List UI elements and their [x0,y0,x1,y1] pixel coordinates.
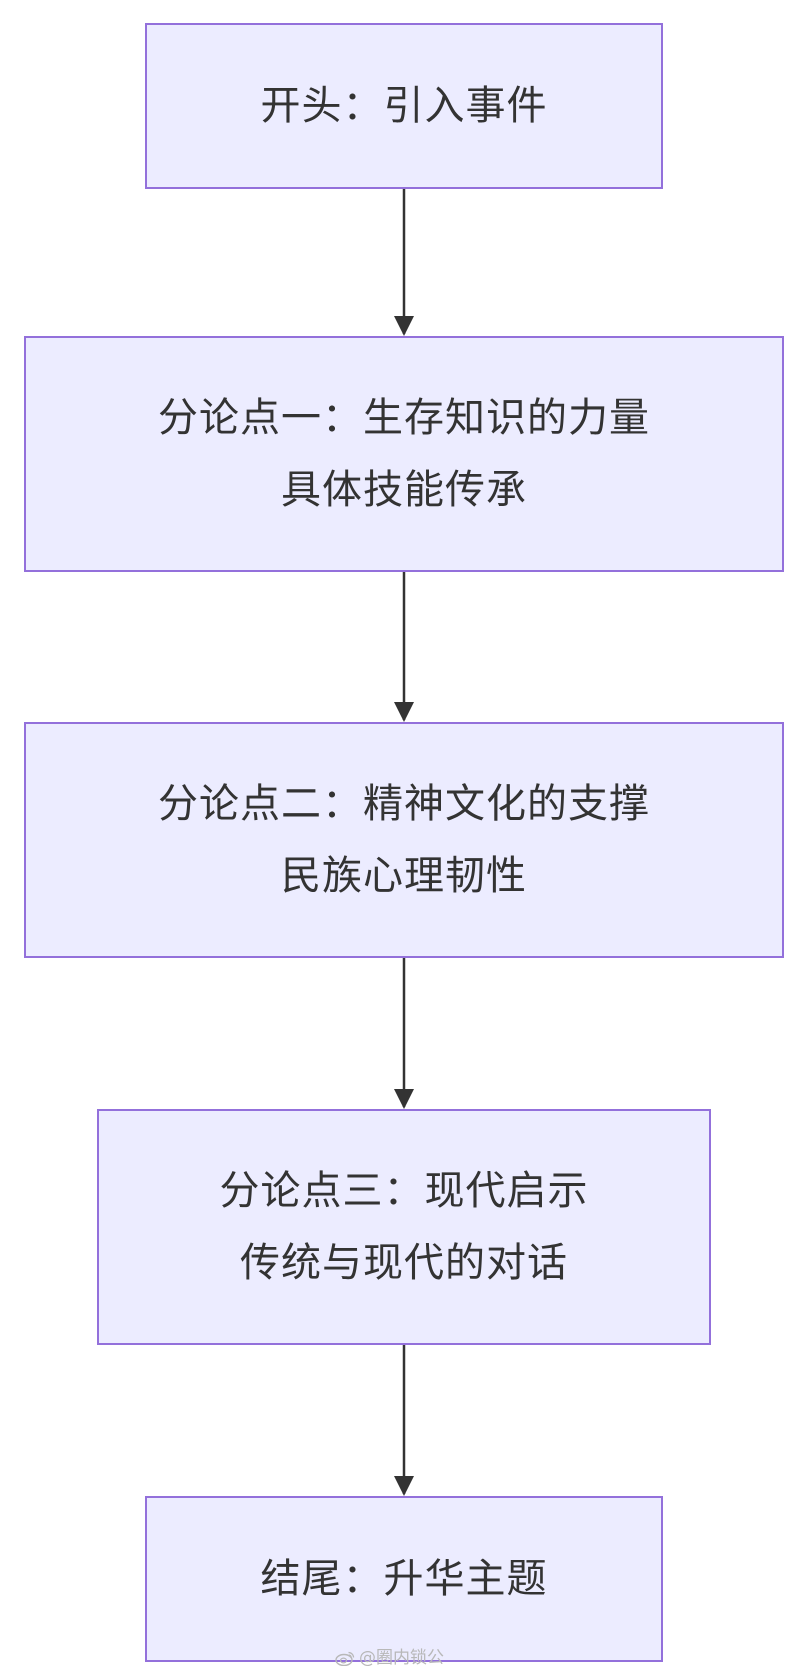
flow-node-point-one: 分论点一：生存知识的力量 具体技能传承 [24,336,784,572]
flow-node-point-two: 分论点二：精神文化的支撑 民族心理韧性 [24,722,784,958]
flow-node-point-three: 分论点三：现代启示 传统与现代的对话 [97,1109,711,1345]
node-label: 分论点一：生存知识的力量 [158,395,650,441]
watermark: @圈内锁公 [335,1648,444,1668]
node-label: 分论点二：精神文化的支撑 [158,781,650,827]
watermark-text: @圈内锁公 [359,1648,444,1668]
node-sublabel: 民族心理韧性 [281,853,527,899]
node-label: 分论点三：现代启示 [219,1168,589,1214]
flow-node-intro: 开头：引入事件 [145,23,663,189]
flow-node-conclusion: 结尾：升华主题 [145,1496,663,1662]
node-label: 结尾：升华主题 [260,1556,548,1602]
weibo-logo-icon [335,1651,355,1666]
node-sublabel: 具体技能传承 [281,467,527,513]
node-label: 开头：引入事件 [260,83,548,129]
node-sublabel: 传统与现代的对话 [240,1240,568,1286]
